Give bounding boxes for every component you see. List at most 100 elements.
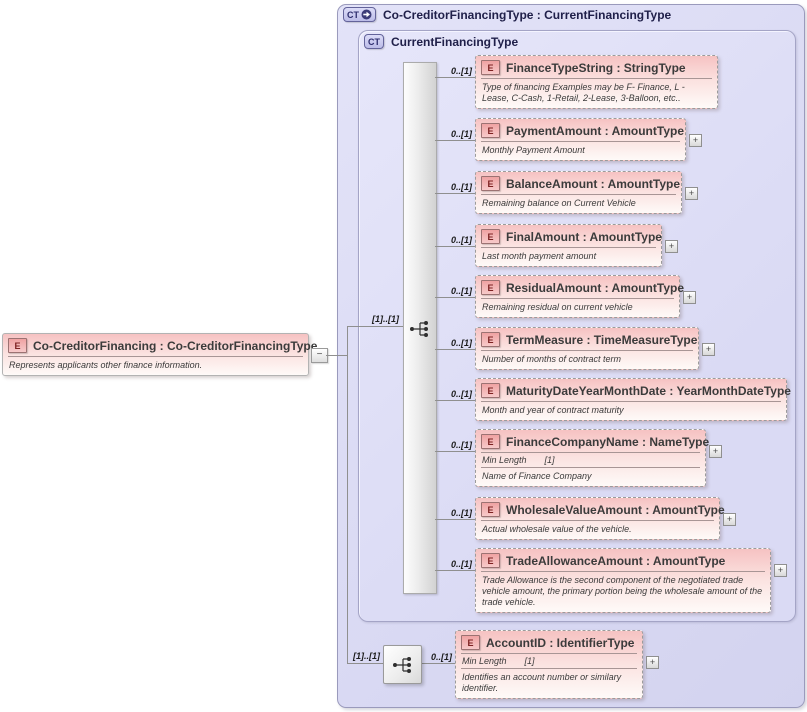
element-annotation: Month and year of contract maturity [482, 405, 624, 415]
connector-line [435, 246, 475, 247]
element-title: FinanceTypeString : StringType [506, 60, 686, 75]
divider [481, 452, 700, 453]
divider [8, 356, 303, 357]
cardinality-label: 0..[1] [450, 129, 472, 139]
derived-by-extension-icon [361, 9, 372, 20]
element-row-financetypestring: E FinanceTypeString : StringType Type of… [475, 55, 718, 109]
element-box[interactable]: E TradeAllowanceAmount : AmountType Trad… [475, 548, 771, 613]
element-title: AccountID : IdentifierType [486, 635, 635, 650]
sequence-icon[interactable] [408, 319, 432, 339]
element-box[interactable]: E FinanceCompanyName : NameType Min Leng… [475, 429, 710, 487]
facet-name: Min Length [462, 656, 507, 666]
connector-line [435, 451, 475, 452]
expand-icon[interactable]: + [665, 240, 678, 253]
element-badge: E [481, 229, 500, 244]
facet-name: Min Length [482, 455, 527, 465]
element-box[interactable]: E ResidualAmount : AmountType Remaining … [475, 275, 684, 318]
element-box[interactable]: E FinalAmount : AmountType Last month pa… [475, 224, 662, 267]
element-title: MaturityDateYearMonthDate : YearMonthDat… [506, 383, 791, 398]
expand-icon[interactable]: + [774, 564, 787, 577]
cardinality-label: 0..[1] [450, 235, 472, 245]
sequence-cardinality: [1]..[1] [353, 651, 380, 661]
element-row-financecompanyname: E FinanceCompanyName : NameType Min Leng… [475, 429, 722, 487]
element-badge: E [481, 553, 500, 568]
element-box[interactable]: E FinanceTypeString : StringType Type of… [475, 55, 718, 109]
expand-icon[interactable]: + [646, 656, 659, 669]
element-badge: E [461, 635, 480, 650]
connector-line [435, 77, 475, 78]
element-row-wholesalevalueamount: E WholesaleValueAmount : AmountType Actu… [475, 497, 736, 540]
element-badge: E [481, 383, 500, 398]
element-row-finalamount: E FinalAmount : AmountType Last month pa… [475, 224, 678, 267]
element-row-paymentamount: E PaymentAmount : AmountType Monthly Pay… [475, 118, 702, 161]
root-element-title: Co-CreditorFinancing : Co-CreditorFinanc… [33, 338, 318, 353]
root-element-annotation: Represents applicants other finance info… [9, 360, 203, 370]
expand-icon[interactable]: + [685, 187, 698, 200]
divider [461, 668, 637, 669]
cardinality-label: 0..[1] [450, 508, 472, 518]
element-annotation: Actual wholesale value of the vehicle. [482, 524, 632, 534]
cardinality-label: 0..[1] [450, 440, 472, 450]
divider [481, 247, 656, 248]
divider [481, 467, 700, 468]
connector-line [435, 140, 475, 141]
element-badge: E [481, 123, 500, 138]
divider [481, 194, 676, 195]
element-row-balanceamount: E BalanceAmount : AmountType Remaining b… [475, 171, 698, 214]
element-title: WholesaleValueAmount : AmountType [506, 502, 725, 517]
facet-value: [1] [524, 656, 535, 666]
cardinality-label: 0..[1] [450, 559, 472, 569]
expand-icon[interactable]: + [683, 291, 696, 304]
basetype-badge: CT [364, 34, 384, 49]
element-annotation: Monthly Payment Amount [482, 145, 585, 155]
element-badge: E [8, 338, 27, 353]
element-badge: E [481, 502, 500, 517]
connector-line [420, 663, 455, 664]
sequence-icon-box[interactable] [383, 645, 422, 684]
expand-icon[interactable]: + [709, 445, 722, 458]
facet-row: Min Length [1] [456, 654, 642, 668]
divider [481, 78, 712, 79]
connector-line [435, 349, 475, 350]
element-annotation: Identifies an account number or similary… [462, 672, 622, 693]
connector-line [435, 193, 475, 194]
element-box[interactable]: E PaymentAmount : AmountType Monthly Pay… [475, 118, 686, 161]
element-title: FinanceCompanyName : NameType [506, 434, 710, 449]
connector-line [435, 297, 475, 298]
element-box[interactable]: E TermMeasure : TimeMeasureType Number o… [475, 327, 699, 370]
element-title: TermMeasure : TimeMeasureType [506, 332, 698, 347]
basetype-title: CurrentFinancingType [391, 34, 519, 49]
expand-icon[interactable]: + [689, 134, 702, 147]
connector-line [347, 326, 348, 664]
element-title: BalanceAmount : AmountType [506, 176, 681, 191]
divider [481, 350, 693, 351]
root-element-box[interactable]: E Co-CreditorFinancing : Co-CreditorFina… [2, 333, 317, 376]
element-box[interactable]: E BalanceAmount : AmountType Remaining b… [475, 171, 682, 214]
element-title: TradeAllowanceAmount : AmountType [506, 553, 726, 568]
complextype-extension-badge: CT [343, 7, 376, 22]
element-row-tradeallowanceamount: E TradeAllowanceAmount : AmountType Trad… [475, 548, 787, 613]
divider [481, 571, 765, 572]
divider [481, 298, 674, 299]
complextype-header: CT Co-CreditorFinancingType : CurrentFin… [343, 7, 671, 22]
complextype-title: Co-CreditorFinancingType : CurrentFinanc… [383, 7, 672, 22]
connector-line [435, 519, 475, 520]
expand-icon[interactable]: + [723, 513, 736, 526]
element-row-accountid: E AccountID : IdentifierType Min Length … [455, 630, 659, 699]
element-annotation: Trade Allowance is the second component … [482, 575, 763, 607]
element-box[interactable]: E MaturityDateYearMonthDate : YearMonthD… [475, 378, 791, 421]
sequence-icon [392, 656, 411, 673]
element-badge: E [481, 434, 500, 449]
connector-line [435, 570, 475, 571]
element-box[interactable]: E AccountID : IdentifierType Min Length … [455, 630, 643, 699]
element-box[interactable]: E WholesaleValueAmount : AmountType Actu… [475, 497, 725, 540]
element-annotation: Remaining balance on Current Vehicle [482, 198, 636, 208]
element-badge: E [481, 176, 500, 191]
divider [481, 401, 781, 402]
cardinality-label: 0..[1] [450, 389, 472, 399]
expand-icon[interactable]: + [702, 343, 715, 356]
connector-line [435, 400, 475, 401]
element-badge: E [481, 280, 500, 295]
divider [481, 141, 680, 142]
element-annotation: Number of months of contract term [482, 354, 622, 364]
